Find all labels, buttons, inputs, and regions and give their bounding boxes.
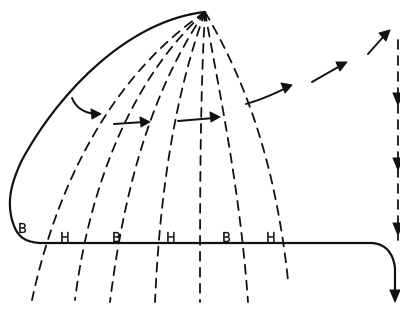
arrowhead-3	[209, 111, 221, 123]
arrowhead-4	[280, 82, 293, 94]
label-b-3: B	[222, 231, 231, 246]
dashed-line-3	[109, 11, 206, 303]
arrowhead-2	[139, 116, 151, 128]
arrow-6	[367, 35, 385, 55]
arrowhead-5	[335, 61, 348, 72]
down-arrowhead-4	[389, 289, 400, 303]
label-b-2: B	[112, 231, 121, 246]
dashed-line-4	[154, 11, 206, 303]
label-h-2: H	[166, 231, 176, 246]
arrowhead-6	[378, 29, 391, 42]
arrow-3	[177, 117, 215, 122]
dashed-line-6	[204, 11, 249, 303]
arrow-5	[311, 65, 341, 83]
down-arrowhead-1	[392, 92, 400, 106]
label-h-1: H	[60, 231, 70, 246]
dashed-line-5	[199, 11, 206, 303]
label-b-1: B	[18, 222, 27, 237]
arrowhead-1	[90, 108, 102, 120]
arrow-2	[113, 121, 145, 125]
label-h-3: H	[266, 231, 276, 246]
down-arrowhead-2	[392, 157, 400, 171]
arrow-4	[245, 87, 287, 105]
dashed-line-1	[31, 11, 206, 301]
dome-outline	[8, 10, 397, 294]
dashed-line-2	[74, 11, 206, 301]
down-arrowhead-3	[392, 222, 400, 236]
